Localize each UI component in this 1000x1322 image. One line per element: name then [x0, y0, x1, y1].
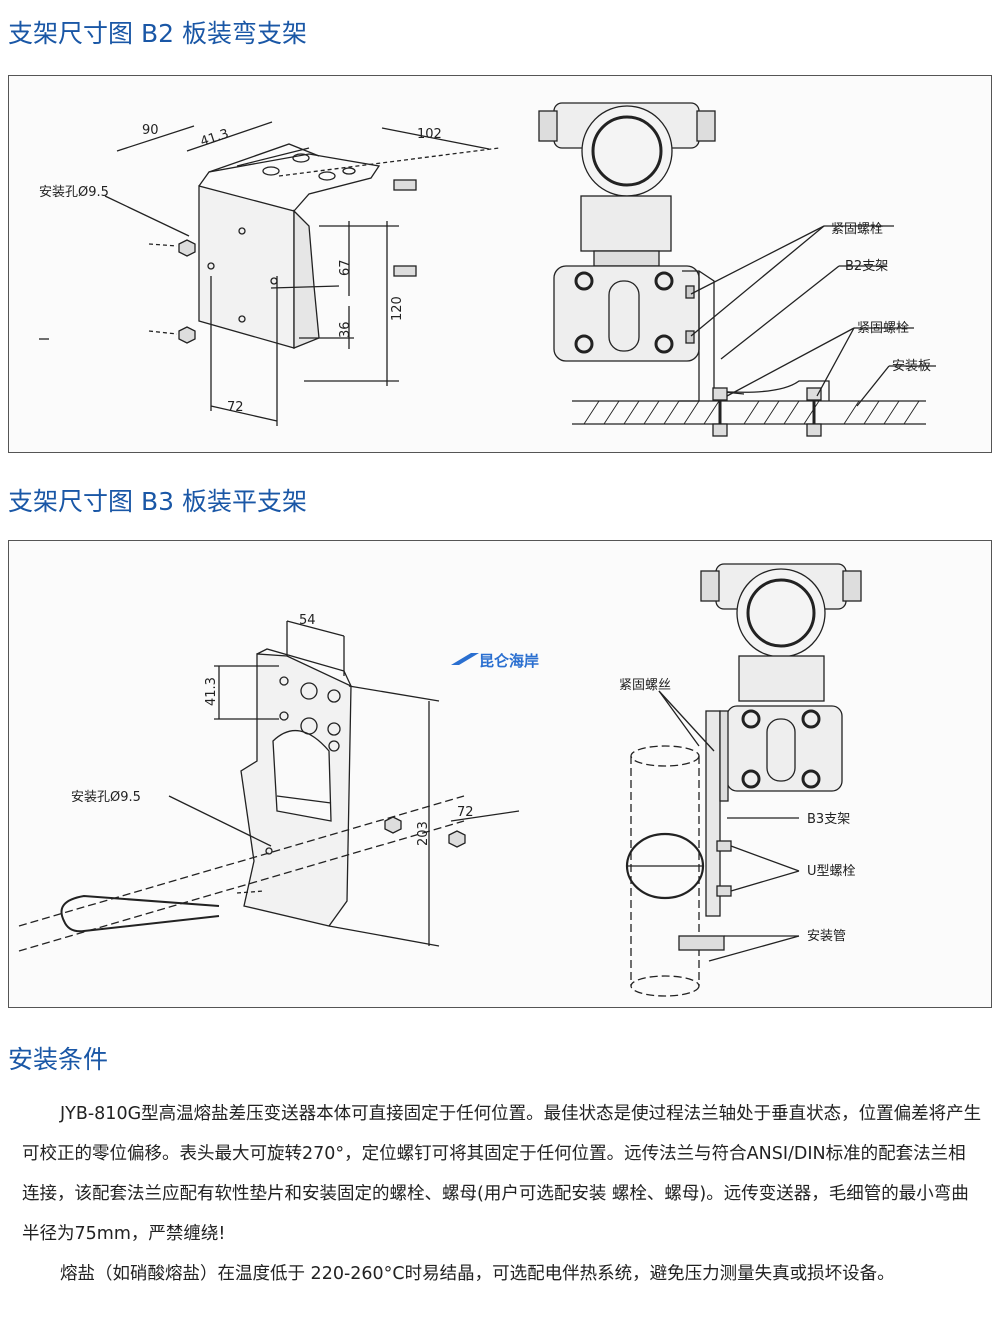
b2-dim-120: 120 [390, 296, 405, 321]
b3-transmitter-drawing [625, 563, 862, 997]
b3-dim-72: 72 [457, 805, 474, 820]
b2-dim-67: 67 [338, 259, 353, 276]
b3-label-pipe: 安装管 [807, 929, 846, 944]
install-paragraph-1: JYB-810G型高温熔盐差压变送器本体可直接固定于任何位置。最佳状态是使过程法… [22, 1104, 982, 1244]
b3-label-bracket: B3支架 [807, 812, 850, 827]
b3-watermark-logo: 昆仑海岸 [451, 652, 539, 670]
b2-dim-41-3: 41.3 [199, 127, 231, 150]
b2-label-plate: 安装板 [892, 359, 931, 374]
b2-dim-72: 72 [227, 400, 244, 415]
install-paragraph-2: 熔盐（如硝酸熔盐）在温度低于 220-260°C时易结晶，可选配电伴热系统，避免… [60, 1264, 895, 1284]
b3-dim-41-3: 41.3 [204, 677, 219, 706]
b2-dim-102: 102 [417, 127, 442, 142]
b2-transmitter-drawing [538, 102, 936, 437]
install-heading: 安装条件 [8, 1045, 109, 1074]
b2-heading: 支架尺寸图 B2 板装弯支架 [8, 19, 307, 48]
b3-dim-54: 54 [299, 613, 316, 628]
b2-hole-label: 安装孔Ø9.5 [39, 185, 109, 200]
b3-heading: 支架尺寸图 B3 板装平支架 [8, 487, 307, 516]
b3-hole-label: 安装孔Ø9.5 [71, 790, 141, 805]
b2-diagram-panel: 90 41.3 102 67 120 36 72 安装孔Ø9.5 紧固螺栓 B2… [8, 75, 992, 453]
b3-dim-203: 203 [416, 821, 431, 846]
b2-label-bolt-1: 紧固螺栓 [831, 222, 883, 237]
b2-dim-36: 36 [338, 321, 353, 338]
b3-label-ubolt: U型螺栓 [807, 864, 856, 879]
b3-label-screw: 紧固螺丝 [619, 678, 671, 693]
b3-bracket-drawing [18, 620, 520, 952]
b2-dim-90: 90 [142, 123, 159, 138]
b2-drawing: 90 41.3 102 67 120 36 72 安装孔Ø9.5 紧固螺栓 B2… [39, 102, 936, 437]
b2-bracket-drawing [39, 121, 500, 426]
b3-drawing: 54 41.3 72 203 安装孔Ø9.5 紧固螺丝 B3支架 U型螺栓 安装… [18, 563, 862, 997]
b3-diagram-panel: 54 41.3 72 203 安装孔Ø9.5 紧固螺丝 B3支架 U型螺栓 安装… [8, 540, 992, 1008]
b2-label-bracket: B2支架 [845, 259, 888, 274]
b3-watermark-text: 昆仑海岸 [479, 652, 539, 670]
b2-label-bolt-2: 紧固螺栓 [857, 321, 909, 336]
